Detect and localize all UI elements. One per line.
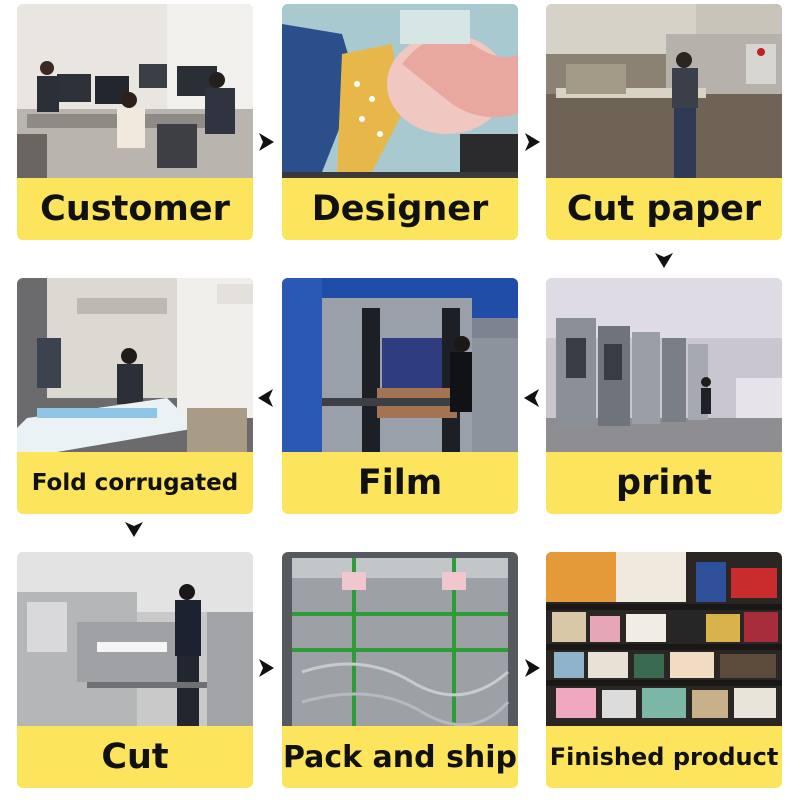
step-label: print — [616, 463, 712, 503]
step-card-film: Film — [282, 278, 518, 514]
right-arrow-icon — [254, 656, 278, 680]
paper-cutting-machine-photo — [546, 4, 782, 178]
office-workers-at-computers-photo — [17, 4, 253, 178]
design-on-monitor-photo — [282, 4, 518, 178]
step-label: Designer — [311, 189, 489, 229]
wrapped-pallet-photo — [282, 552, 518, 726]
step-label: Cut paper — [566, 189, 762, 229]
step-card-finished-product: Finished product — [546, 552, 782, 788]
corrugated-folding-machine-photo — [17, 278, 253, 452]
step-label: Fold corrugated — [31, 470, 239, 496]
die-cutting-machine-photo — [17, 552, 253, 726]
step-label: Pack and ship — [282, 739, 518, 775]
step-card-cut-paper: Cut paper — [546, 4, 782, 240]
left-arrow-icon — [520, 386, 544, 410]
film-laminating-machine-photo — [282, 278, 518, 452]
right-arrow-icon — [520, 130, 544, 154]
printing-press-line-photo — [546, 278, 782, 452]
step-card-fold-corrugated: Fold corrugated — [17, 278, 253, 514]
step-card-cut: Cut — [17, 552, 253, 788]
step-card-designer: Designer — [282, 4, 518, 240]
down-arrow-icon — [652, 248, 676, 272]
step-label: Finished product — [549, 743, 779, 771]
step-card-pack-and-ship: Pack and ship — [282, 552, 518, 788]
step-label: Film — [357, 463, 443, 503]
step-card-print: print — [546, 278, 782, 514]
right-arrow-icon — [254, 130, 278, 154]
right-arrow-icon — [520, 656, 544, 680]
step-label: Cut — [101, 737, 169, 777]
down-arrow-icon — [122, 517, 146, 541]
step-label: Customer — [40, 189, 230, 229]
product-display-shelves-photo — [546, 552, 782, 726]
left-arrow-icon — [254, 386, 278, 410]
step-card-customer: Customer — [17, 4, 253, 240]
